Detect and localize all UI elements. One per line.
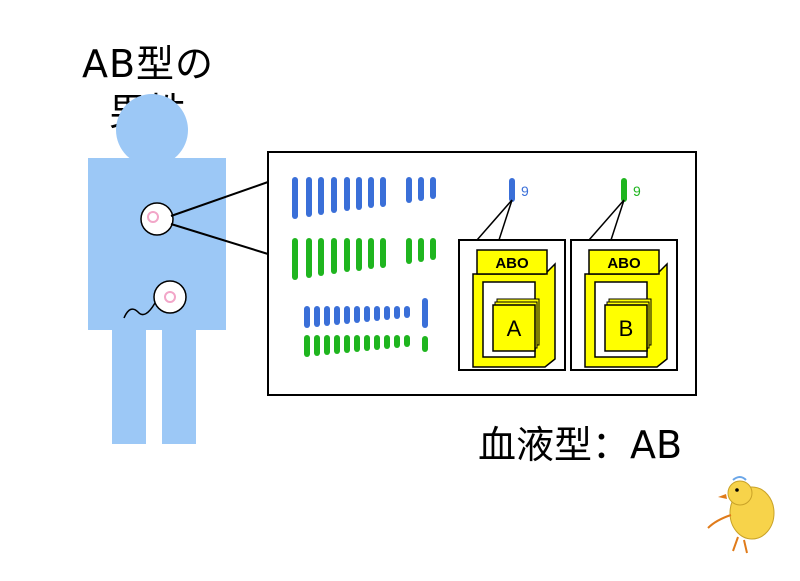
chromosome-green: [430, 238, 436, 260]
gene-label-box: [588, 249, 660, 275]
chromosome-blue: [356, 177, 362, 210]
chromosome-green: [384, 335, 390, 349]
chromosome-green: [324, 335, 330, 355]
chromosome-blue: [306, 177, 312, 217]
blood-type-caption: 血液型：AB: [478, 423, 683, 467]
chromosome-sex-x: [422, 298, 428, 328]
chromosome-green: [314, 335, 320, 356]
gene-label: ABO: [495, 255, 529, 272]
chromosome-green: [318, 238, 324, 276]
chromosome-green: [356, 238, 362, 271]
chromosome-blue: [394, 306, 400, 319]
allele-label: B: [619, 316, 634, 341]
chromosome-blue: [374, 306, 380, 321]
chromosome-blue: [418, 177, 424, 201]
human-silhouette-icon: [88, 94, 226, 444]
chromosome-green: [331, 238, 337, 274]
gene-label-box: [476, 249, 548, 275]
chromosome-blue: [318, 177, 324, 215]
chromosome-sex-y: [422, 336, 428, 352]
chromosome-blue: [368, 177, 374, 208]
karyotype: [292, 177, 436, 357]
allele-label: A: [507, 316, 522, 341]
chromosome-blue: [344, 306, 350, 324]
chromosome-green: [374, 335, 380, 350]
chromosome-blue: [364, 306, 370, 322]
chromosome-green: [292, 238, 298, 280]
title-line-1: AB型の: [81, 42, 215, 86]
chromosome-9: [509, 178, 515, 202]
callout-line-top: [170, 181, 269, 217]
chick-icon: [707, 476, 775, 554]
chromosome-blue: [406, 177, 412, 203]
chromosome-blue: [331, 177, 337, 213]
chromosome-9: [621, 178, 627, 202]
chromosome-green: [394, 335, 400, 348]
chromosome-blue: [324, 306, 330, 326]
chromosome-blue: [334, 306, 340, 325]
allele-card: [604, 304, 648, 352]
chromosome-blue: [344, 177, 350, 211]
chromosome-green: [344, 335, 350, 353]
sperm-cell-icon: [123, 280, 187, 319]
chromosome-blue: [380, 177, 386, 207]
chromosome-blue: [314, 306, 320, 327]
chromosome-green: [344, 238, 350, 272]
chromosome-green: [304, 335, 310, 357]
chromosome-green: [368, 238, 374, 269]
chromosome-blue: [384, 306, 390, 320]
gene-label: ABO: [607, 255, 641, 272]
chromosome-green: [406, 238, 412, 264]
chromosome-blue: [430, 177, 436, 199]
chromosome-green: [380, 238, 386, 268]
chromosome-number-label: 9: [521, 183, 529, 199]
callout-line-bottom: [170, 223, 269, 255]
allele-card: [492, 304, 536, 352]
chromosome-green: [354, 335, 360, 352]
chromosome-green: [334, 335, 340, 354]
chromosome-blue: [404, 306, 410, 318]
chromosome-green: [364, 335, 370, 351]
chromosome-blue: [354, 306, 360, 323]
chromosome-green: [418, 238, 424, 262]
chromosome-green: [404, 335, 410, 347]
chromosome-blue: [292, 177, 298, 219]
chromosome-blue: [304, 306, 310, 328]
chromosome-green: [306, 238, 312, 278]
cell-icon: [140, 202, 174, 236]
chromosome-number-label: 9: [633, 183, 641, 199]
